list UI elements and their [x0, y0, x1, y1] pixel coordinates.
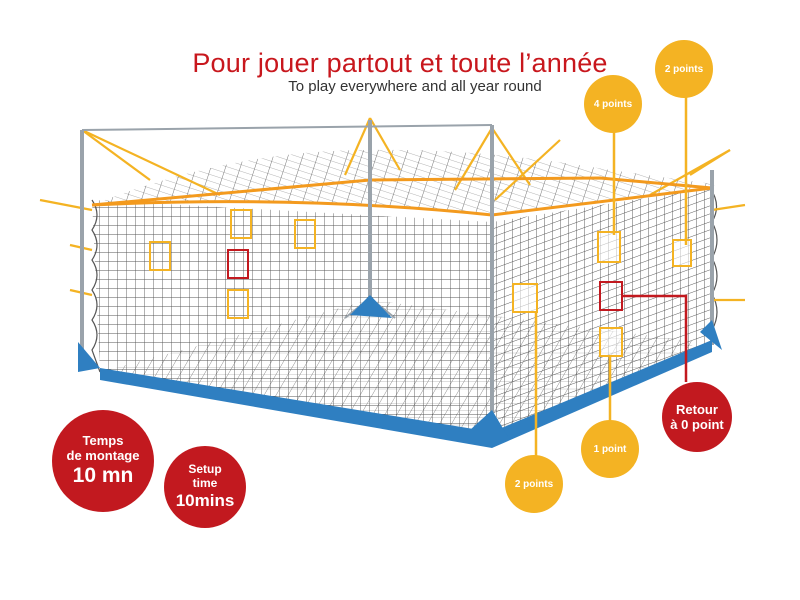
callout-two-points-top: 2 points — [655, 40, 713, 98]
setup-time-badge-fr: Temps de montage 10 mn — [52, 410, 154, 512]
top-frame-orange — [91, 176, 713, 217]
callout-retour-zero: Retour à 0 point — [662, 382, 732, 452]
target-square-icon — [149, 209, 692, 357]
page-subtitle: To play everywhere and all year round — [288, 78, 542, 95]
callout-one-point: 1 point — [581, 420, 639, 478]
right-wall-net — [492, 188, 712, 440]
callout-two-points-bottom: 2 points — [505, 455, 563, 513]
callout-four-points: 4 points — [584, 75, 642, 133]
left-wall-net — [92, 200, 492, 440]
page-title: Pour jouer partout et toute l’année — [192, 48, 608, 78]
setup-time-badge-en: Setup time 10mins — [164, 446, 246, 528]
blue-base — [78, 295, 722, 448]
frame-poles — [80, 120, 714, 445]
roof-net — [92, 149, 720, 215]
